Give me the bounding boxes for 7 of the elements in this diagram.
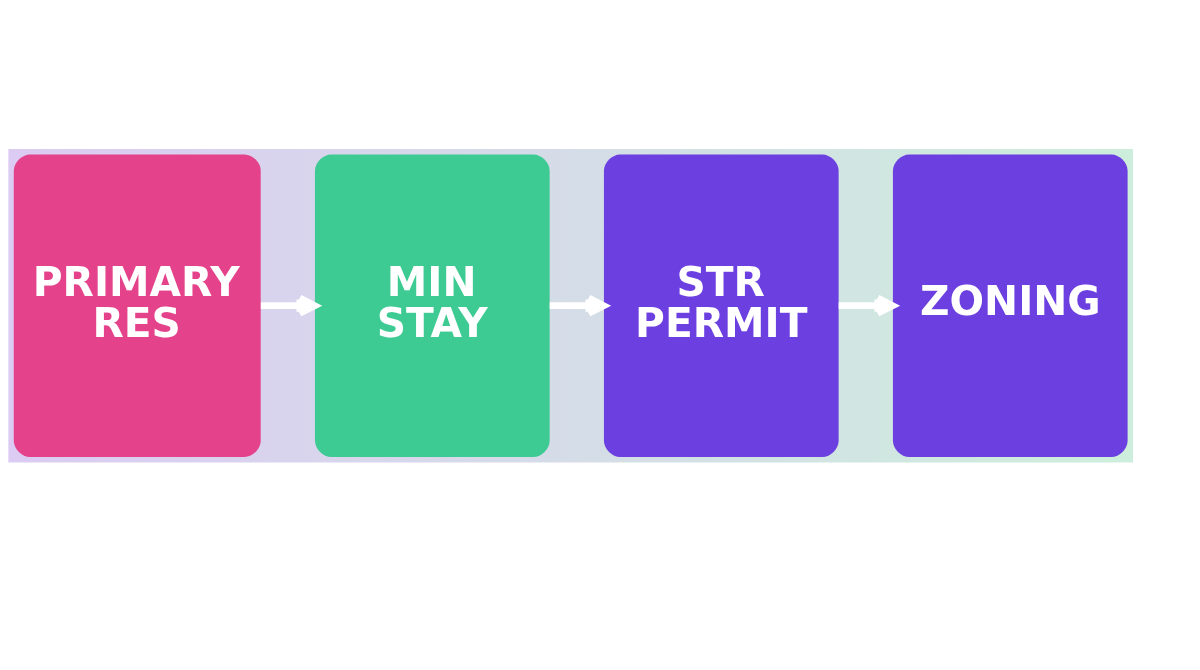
node-box: STR PERMIT — [603, 154, 839, 457]
arrow — [838, 294, 897, 317]
arrow — [260, 294, 319, 317]
node-box: ZONING — [892, 154, 1128, 457]
node-box: MIN STAY — [314, 154, 550, 457]
arrow — [549, 294, 608, 317]
node-box: PRIMARY RES — [13, 154, 261, 457]
